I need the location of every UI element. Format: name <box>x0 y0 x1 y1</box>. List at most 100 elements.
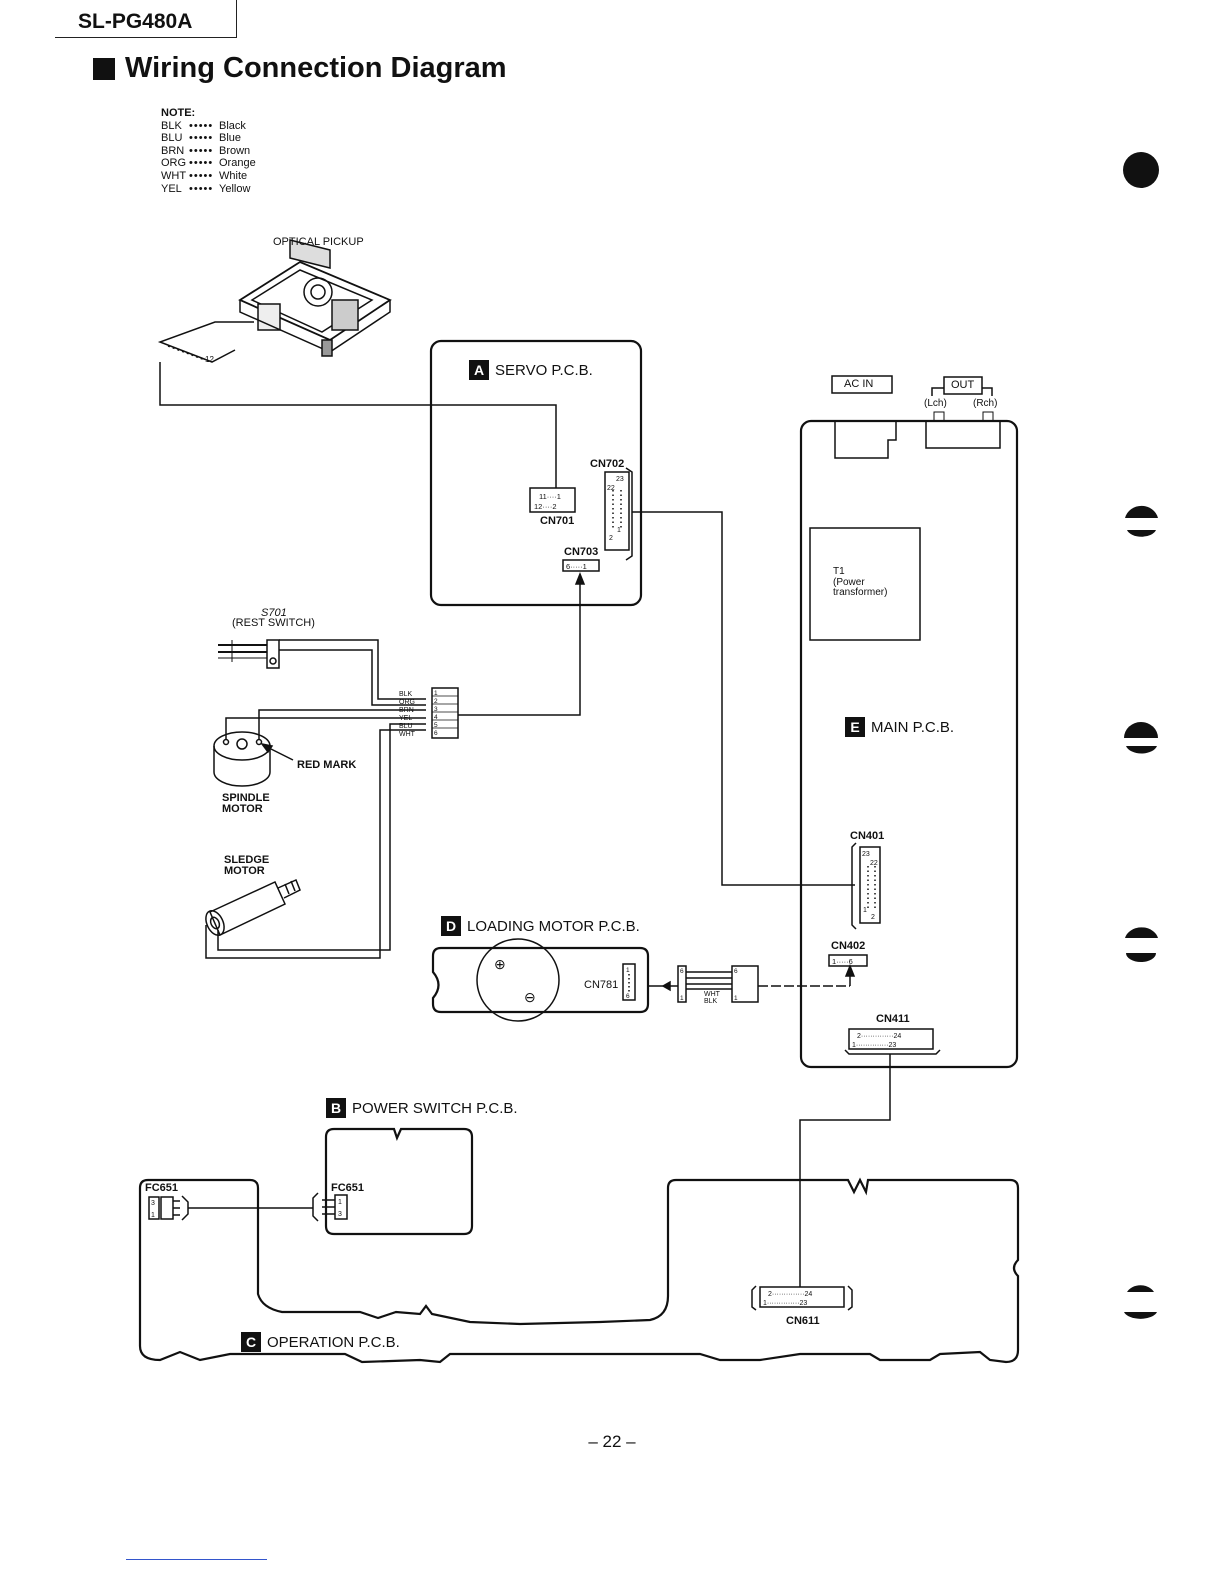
operation-pcb-outline <box>138 1177 1020 1364</box>
harness-pin: 1 <box>434 690 438 697</box>
optical-pickup-label: OPTICAL PICKUP <box>273 236 364 248</box>
cn702-pin22: 22 <box>607 485 615 492</box>
main-pcb-outline <box>799 419 1019 1069</box>
board-badge: C <box>241 1332 261 1352</box>
cn703-pins: 6·····1 <box>566 562 587 571</box>
transformer-label-line1: T1 <box>833 566 845 577</box>
footer-rule <box>126 1559 267 1560</box>
fc651-left-pin1: 1 <box>151 1212 155 1219</box>
board-name: LOADING MOTOR P.C.B. <box>467 917 640 935</box>
loading-motor-pcb-outline <box>431 946 650 1014</box>
jumper-b-pin1: 1 <box>734 995 738 1002</box>
cn703-label: CN703 <box>564 546 599 558</box>
sledge-wire-blu <box>217 723 426 951</box>
transformer-label-line2: (Power <box>833 576 865 588</box>
cn702-label: CN702 <box>590 458 625 470</box>
board-badge: E <box>845 717 865 737</box>
fc651-left-label: FC651 <box>145 1182 179 1194</box>
power-switch-pcb-outline <box>324 1127 474 1236</box>
jumper-pin1: 1 <box>680 995 684 1002</box>
board-badge: B <box>326 1098 346 1118</box>
fc651-left-connector <box>148 1196 160 1220</box>
cn411-label: CN411 <box>876 1013 910 1025</box>
cn402-pins: 1·····6 <box>832 957 853 966</box>
cn401-pin2: 2 <box>871 914 875 921</box>
cn701-connector <box>529 487 576 513</box>
rch-label: (Rch) <box>973 398 998 409</box>
page-title: Wiring Connection Diagram <box>93 52 507 85</box>
loading-motor-circle <box>476 938 560 1022</box>
rest-switch-wire-org <box>279 649 426 706</box>
cn781-pin1: 1 <box>626 967 630 974</box>
spindle-motor-label-line2: MOTOR <box>222 803 263 815</box>
fc651-right-pin1: 1 <box>338 1199 342 1206</box>
board-name: OPERATION P.C.B. <box>267 1333 400 1351</box>
legend-row: BLK•••••Black <box>161 119 246 132</box>
jumper-b-pin6: 6 <box>734 968 738 975</box>
cn702-to-cn401-wire <box>632 511 855 886</box>
motor-minus-icon: ⊖ <box>524 989 536 1005</box>
page-title-text: Wiring Connection Diagram <box>125 52 507 84</box>
out-bracket-right <box>982 387 993 396</box>
rest-switch-drawing <box>218 639 280 669</box>
cn781-connector <box>622 963 636 1001</box>
spindle-motor-label-line1: SPINDLE <box>222 792 270 804</box>
cn411-pins-row1: 2··············24 <box>857 1033 901 1040</box>
legend-heading: NOTE: <box>161 107 196 119</box>
wire-label: ORG <box>399 699 415 706</box>
main-pcb-title: E MAIN P.C.B. <box>845 717 954 737</box>
binding-hole-mark <box>1127 1285 1154 1292</box>
pickup-pin-label: 12 <box>205 355 214 364</box>
cn401-label: CN401 <box>850 830 885 842</box>
spindle-motor-drawing <box>213 731 271 787</box>
binding-marks <box>1123 152 1159 1319</box>
rest-switch-label: (REST SWITCH) <box>232 617 315 629</box>
cn702-pin23: 23 <box>616 476 624 483</box>
out-bracket-left <box>931 387 944 396</box>
sledge-motor-label-line1: SLEDGE <box>224 854 270 866</box>
transformer-t1 <box>809 527 921 641</box>
binding-hole-mark <box>1124 722 1158 738</box>
jumper-pin6: 6 <box>680 968 684 975</box>
ac-in-socket <box>834 421 897 459</box>
sledge-motor-label: SLEDGE MOTOR <box>224 855 269 877</box>
cn702-connector <box>604 471 630 551</box>
cn411-connector <box>848 1028 934 1050</box>
loading-motor-pcb-title: D LOADING MOTOR P.C.B. <box>441 916 640 936</box>
cn411-pins-row2: 1··············23 <box>852 1042 896 1049</box>
cn411-to-cn611-wire <box>799 1054 891 1287</box>
wire-color-legend: NOTE: BLK•••••Black BLU•••••Blue BRN••••… <box>161 107 256 195</box>
cn401-connector <box>859 846 881 924</box>
wire-label: BLK <box>399 691 413 698</box>
harness-pin: 3 <box>434 706 438 713</box>
cn611-connector <box>759 1286 845 1308</box>
fc651-left-pin3: 3 <box>151 1200 155 1207</box>
jumper-wire-wht: WHT <box>704 991 721 998</box>
binding-hole-mark <box>1125 927 1158 938</box>
cn402-connector <box>828 954 868 967</box>
pickup-flex-cable <box>159 362 557 488</box>
jumper-wire-blk: BLK <box>704 998 718 1005</box>
out-socket <box>925 421 1001 449</box>
legend-row: BLU•••••Blue <box>161 132 242 145</box>
cn402-label: CN402 <box>831 940 866 952</box>
spindle-wire-brn <box>258 709 426 739</box>
board-badge: A <box>469 360 489 380</box>
board-name: SERVO P.C.B. <box>495 361 593 379</box>
header-divider <box>236 0 237 38</box>
sledge-wire-wht <box>205 729 426 959</box>
motor-plus-icon: ⊕ <box>494 956 506 972</box>
transformer-label: T1 (Power transformer) <box>833 566 887 599</box>
fc651-right-pin3: 3 <box>338 1211 342 1218</box>
wire-label: WHT <box>399 731 416 738</box>
power-switch-pcb-title: B POWER SWITCH P.C.B. <box>326 1098 518 1118</box>
cn611-pins-row2: 1··············23 <box>763 1300 807 1307</box>
rest-switch-ref: S701 <box>261 607 287 619</box>
servo-pcb-title: A SERVO P.C.B. <box>469 360 593 380</box>
wire-label: BLU <box>399 723 413 730</box>
cn401-pin23: 23 <box>862 851 870 858</box>
page-number: – 22 – <box>588 1432 636 1451</box>
binding-hole-mark <box>1125 505 1158 518</box>
cn781-pin6: 6 <box>626 993 630 1000</box>
